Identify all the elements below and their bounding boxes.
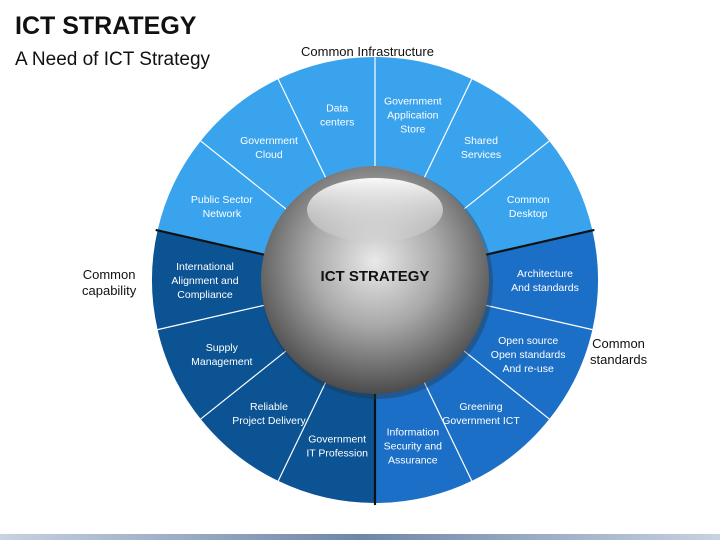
segment-label-line: And re-use [502, 363, 554, 375]
segment-divider-line [484, 304, 593, 331]
segment-label-line: centers [320, 116, 354, 128]
segment-label-line: Reliable [250, 401, 288, 413]
segment-label-line: Assurance [388, 455, 438, 467]
wheel-segment-open-source-open-standards-and-re-use [462, 304, 593, 420]
common-capability-label-line-2: capability [82, 283, 137, 298]
bottom-accent-bar [0, 534, 720, 540]
group-divider-line [483, 228, 595, 257]
segment-divider-line [277, 78, 327, 180]
wheel-segment-common-desktop [462, 140, 593, 256]
common-standards-label: Common standards [590, 336, 647, 368]
segment-label-line: Shared [464, 135, 498, 147]
segment-label-line: Project Delivery [232, 415, 306, 427]
common-capability-label: Common capability [82, 267, 136, 299]
wheel-segment-architecture-and-standards [484, 230, 599, 330]
wheel-segment-reliable-project-delivery [200, 349, 327, 481]
wheel-segment-information-security-and-assurance [375, 380, 472, 503]
segment-label-line: Information [387, 427, 440, 439]
segment-divider-line [277, 380, 327, 482]
segment-label-line: Government [384, 95, 442, 107]
segment-label-line: And standards [511, 282, 579, 294]
segment-label-line: Architecture [517, 268, 573, 280]
segment-label-line: Government [240, 135, 298, 147]
segment-divider-line [200, 140, 288, 211]
segment-divider-line [462, 140, 550, 211]
segment-label-line: IT Profession [306, 448, 368, 460]
segment-label-line: Compliance [177, 289, 233, 301]
segment-label: Government IT Profession [306, 434, 368, 460]
wheel-segments [151, 57, 599, 503]
segment-label-line: Government ICT [442, 415, 520, 427]
segment-divider-line [200, 349, 288, 420]
page-subtitle: A Need of ICT Strategy [15, 49, 211, 70]
segment-label-line: Data [326, 102, 348, 114]
wheel-dividers [155, 57, 595, 505]
common-infrastructure-label: Common Infrastructure [301, 44, 434, 59]
wheel-segment-public-sector-network [157, 140, 288, 256]
page-title: ICT STRATEGY [15, 12, 197, 40]
wheel-segment-government-cloud [200, 79, 327, 211]
segment-label-line: Application [387, 109, 439, 121]
center-sphere-gloss [307, 178, 443, 242]
segment-divider-line [423, 380, 473, 482]
center-sphere: ICT STRATEGY [261, 166, 493, 399]
segment-label-line: Alignment and [171, 275, 238, 287]
segment-label-line: Open source [498, 335, 558, 347]
segment-label-line: Management [191, 356, 252, 368]
wheel-segment-shared-services [423, 79, 550, 211]
segment-divider-line [462, 349, 550, 420]
segment-label-line: Desktop [509, 208, 548, 220]
wheel-segment-international-alignment-and-compliance [151, 230, 266, 330]
segment-label: Data centers [320, 102, 354, 128]
segment-label-line: Open standards [491, 349, 566, 361]
segment-label-line: Store [400, 123, 425, 135]
wheel-segment-government-it-profession [278, 380, 375, 503]
segment-label-line: Network [203, 208, 242, 220]
wheel-segment-supply-management [157, 304, 288, 420]
group-divider-line [155, 228, 267, 257]
segment-label-line: Security and [384, 441, 443, 453]
segment-divider-line [157, 304, 266, 331]
segment-label-line: Common [507, 194, 550, 206]
wheel-segment-government-application-store [375, 57, 472, 180]
common-standards-label-line-2: standards [590, 352, 648, 367]
segment-label-line: International [176, 261, 234, 273]
common-standards-label-line-1: Common [592, 336, 645, 351]
center-label: ICT STRATEGY [321, 268, 430, 285]
segment-label-line: Public Sector [191, 194, 253, 206]
segment-label-line: Government [308, 434, 366, 446]
segment-label-line: Services [461, 149, 501, 161]
wheel-segment-data-centers [278, 57, 375, 180]
segment-label-line: Supply [206, 342, 239, 354]
segment-divider-line [423, 78, 473, 180]
segment-label-line: Cloud [255, 149, 283, 161]
wheel-segment-greening-government-ict [423, 349, 550, 481]
segment-label-line: Greening [459, 401, 502, 413]
common-capability-label-line-1: Common [82, 267, 136, 282]
